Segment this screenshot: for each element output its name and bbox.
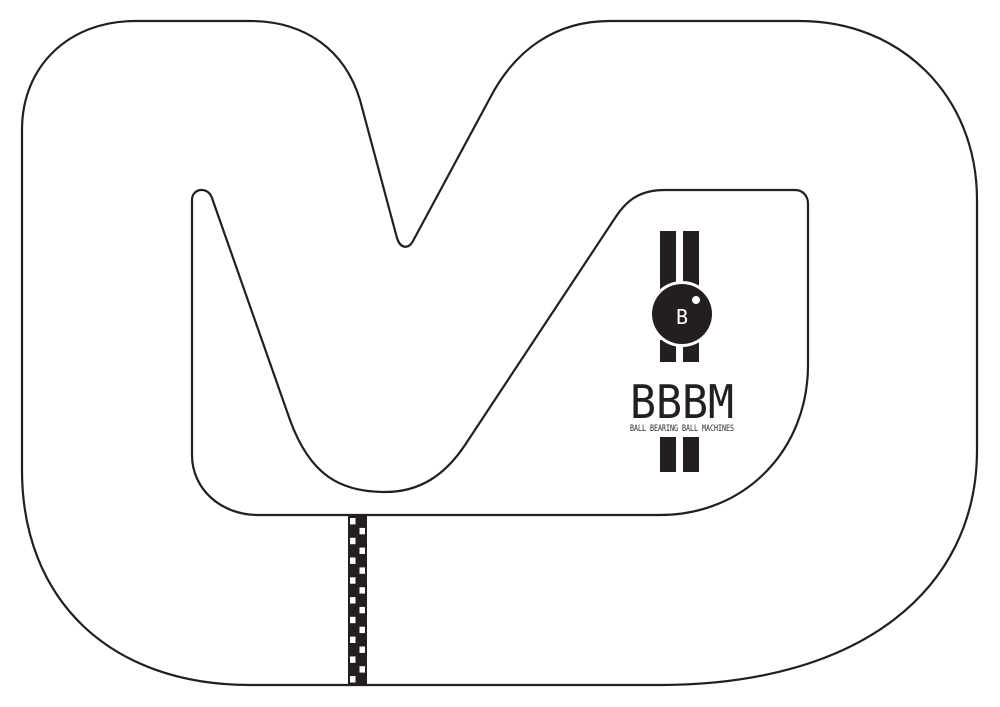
track-outer-boundary <box>20 19 979 687</box>
logo-stripe-bottom-left <box>660 437 676 472</box>
ball-letter: B <box>676 305 688 329</box>
logo-stripe-mid-left <box>660 340 676 362</box>
logo-stripe-bottom-right <box>683 437 699 472</box>
bbbm-logo: B BBBM BALL BEARING BALL MACHINES <box>630 231 734 472</box>
logo-wordmark: BBBM <box>630 375 734 429</box>
track-inner-boundary <box>190 188 810 517</box>
logo-tagline: BALL BEARING BALL MACHINES <box>630 424 734 434</box>
ball-highlight-icon <box>692 296 700 304</box>
logo-stripe-top-right <box>683 231 699 291</box>
checkered-finish-line <box>348 516 367 684</box>
logo-stripe-top-left <box>660 231 676 291</box>
